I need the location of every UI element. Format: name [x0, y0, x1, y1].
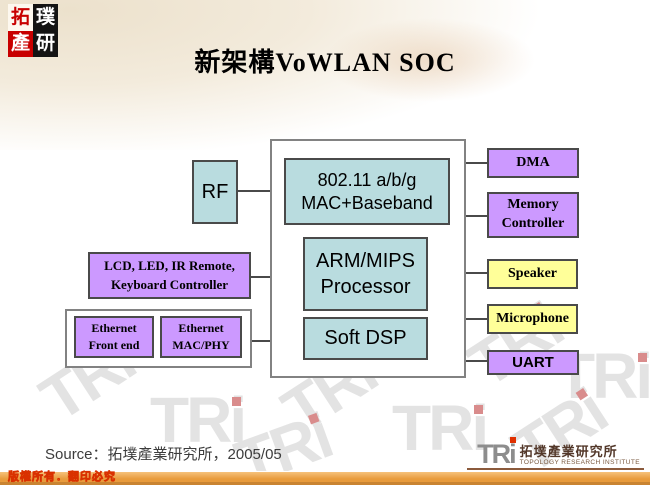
block-arm-mips-processor: ARM/MIPS Processor [303, 237, 428, 311]
block-label-line: Memory [507, 197, 559, 213]
block-lcd-keyboard-controller: LCD, LED, IR Remote, Keyboard Controller [88, 252, 251, 299]
map-texture-background [0, 0, 650, 150]
block-label-line: Processor [320, 276, 411, 298]
connector-soc-uart [464, 360, 489, 362]
page-title: 新架構VoWLAN SOC [194, 48, 456, 77]
block-label-line: MAC+Baseband [301, 192, 433, 213]
tri-logo-text: TRi [477, 437, 517, 470]
block-label-line: MAC/PHY [172, 338, 230, 352]
tri-watermark: TRi [150, 384, 247, 456]
block-dma: DMA [487, 148, 579, 178]
block-label-line: Controller [501, 216, 565, 231]
block-label-line: Ethernet [91, 321, 137, 336]
copyright-notice: 版權所有．翻印必究 [8, 471, 116, 484]
block-label-line: Keyboard Controller [110, 276, 229, 292]
connector-soc-dma [464, 162, 489, 164]
connector-soc-microphone [464, 318, 489, 320]
block-label: DMA [516, 155, 550, 170]
block-label-line: 802.11 a/b/g [317, 170, 417, 190]
block-label-line: LCD, LED, IR Remote, [104, 257, 235, 273]
block-label: UART [512, 354, 554, 371]
block-label-line: Ethernet [178, 321, 224, 336]
tri-logo-chinese-name: 拓墣產業研究所 [519, 443, 618, 459]
connector-lcd-soc [249, 276, 272, 278]
block-mac-baseband: 802.11 a/b/g MAC+Baseband [284, 158, 450, 225]
connector-ethernet-soc [250, 340, 272, 342]
seal-cell: 璞 [33, 4, 58, 31]
block-label: Speaker [508, 266, 557, 281]
block-label: RF [201, 180, 229, 203]
source-caption: Source：拓墣產業研究所，2005/05 [45, 446, 282, 463]
connector-soc-memory [464, 215, 489, 217]
connector-rf-soc [236, 190, 272, 192]
block-label: Soft DSP [324, 327, 407, 349]
block-memory-controller: Memory Controller [487, 192, 579, 238]
seal-cell: 拓 [8, 4, 33, 31]
block-rf: RF [192, 160, 238, 224]
block-label: Microphone [496, 311, 569, 326]
tri-footer-logo: TRi 拓墣產業研究所 TOPOLOGY RESEARCH INSTITUTE [467, 437, 644, 470]
tri-logo-red-dot [509, 437, 516, 444]
topology-seal-logo: 拓 璞 產 研 [8, 4, 58, 57]
block-soft-dsp: Soft DSP [303, 317, 428, 360]
seal-cell: 產 [8, 30, 33, 57]
block-speaker: Speaker [487, 259, 578, 289]
block-microphone: Microphone [487, 304, 578, 334]
block-label-line: Front end [88, 338, 140, 352]
seal-cell: 研 [33, 30, 58, 57]
tri-logo-english-name: TOPOLOGY RESEARCH INSTITUTE [519, 458, 640, 466]
block-ethernet-front-end: Ethernet Front end [74, 316, 154, 358]
block-ethernet-mac-phy: Ethernet MAC/PHY [160, 316, 242, 358]
block-uart: UART [487, 350, 579, 375]
connector-soc-speaker [464, 272, 489, 274]
bottom-orange-bar [0, 471, 650, 485]
tri-watermark-layer: TRi TRi TRi TRi TRi TRi TRi TRi [0, 300, 650, 472]
block-label-line: ARM/MIPS [316, 250, 415, 272]
